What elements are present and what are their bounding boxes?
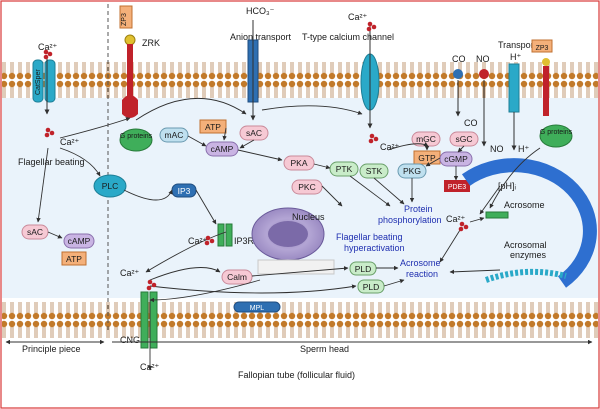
ip3r-label: IP3R xyxy=(234,236,255,246)
cgmp-label: cGMP xyxy=(444,154,468,164)
mgc-label: mGC xyxy=(416,134,436,144)
ca2-top-center: Ca²⁺ xyxy=(348,12,368,22)
atp-left-node[interactable] xyxy=(61,251,87,266)
svg-text:G proteins: G proteins xyxy=(120,133,153,140)
co-molecule xyxy=(453,69,463,79)
co-label: CO xyxy=(452,54,466,64)
sac-center-label: sAC xyxy=(246,128,262,138)
membrane-bottom xyxy=(2,298,598,338)
zp3-left-label: ZP3 xyxy=(121,13,128,26)
flagellar-hyperactivation-2: hyperactivation xyxy=(344,243,405,253)
acrosome-vesicles xyxy=(485,268,567,283)
h-plus-top: H⁺ xyxy=(510,52,521,62)
cng-channel[interactable] xyxy=(140,291,149,349)
mac-node[interactable] xyxy=(159,127,189,143)
mpl-label: MPL xyxy=(250,305,265,312)
transporter-label: Transporter xyxy=(498,40,544,50)
camp-left-label: cAMP xyxy=(68,236,91,246)
acrosome-label: Acrosome xyxy=(504,200,545,210)
pathway-arrows xyxy=(36,98,541,371)
ca-ion-clusters xyxy=(43,21,469,291)
pld-upper-label: PLD xyxy=(355,264,372,274)
calm-node[interactable] xyxy=(221,269,253,285)
ca2-top-left: Ca²⁺ xyxy=(38,42,58,52)
camp-center-node[interactable] xyxy=(205,141,239,157)
zp3-receptor-right[interactable]: ZP3 xyxy=(531,39,553,116)
gtp-label: GTP xyxy=(418,153,436,163)
membrane-top xyxy=(2,60,598,100)
sperm-head-label: Sperm head xyxy=(300,344,349,354)
svg-text:G proteins: G proteins xyxy=(540,129,573,136)
camp-center-label: cAMP xyxy=(211,144,234,154)
flagellar-hyperactivation-1: Flagellar beating xyxy=(336,232,403,242)
acrosome-channel[interactable] xyxy=(485,211,509,219)
protein-phosphorylation-1: Protein xyxy=(404,204,433,214)
h-plus-inner: H⁺ xyxy=(518,144,529,154)
sac-left-label: sAC xyxy=(27,227,43,237)
t-type-label: T-type calcium channel xyxy=(302,32,394,42)
calm-label: Calm xyxy=(227,272,247,282)
pld-lower-label: PLD xyxy=(363,282,380,292)
pka-label: PKA xyxy=(290,158,307,168)
ca2-ip3r: Ca²⁺ xyxy=(188,236,208,246)
plc-node[interactable] xyxy=(93,174,127,198)
acrosome xyxy=(461,158,597,288)
cng-label: CNG xyxy=(120,335,140,345)
sgc-label: sGC xyxy=(456,134,473,144)
stk-label: STK xyxy=(366,166,383,176)
anion-transport-label: Anion transport xyxy=(230,32,292,42)
plc-label: PLC xyxy=(102,181,119,191)
ca2-acrosome: Ca²⁺ xyxy=(446,214,466,224)
ph-label: [pH]ᵢ xyxy=(498,181,516,191)
atp-left-label: ATP xyxy=(66,254,82,264)
pld-lower-node[interactable] xyxy=(357,279,385,294)
pka-node[interactable] xyxy=(283,155,315,171)
svg-text:ZP3: ZP3 xyxy=(536,45,549,52)
pkc-label: PKC xyxy=(298,182,315,192)
camp-left-node[interactable] xyxy=(63,233,95,249)
h-transporter[interactable] xyxy=(508,63,520,113)
atp-center-node[interactable] xyxy=(199,119,227,134)
no-inner-label: NO xyxy=(490,144,504,154)
ptk-label: PTK xyxy=(336,164,353,174)
zrk-label: ZRK xyxy=(142,38,160,48)
g-proteins-left: G proteins xyxy=(119,128,153,152)
co-inner-label: CO xyxy=(464,118,478,128)
acrosome-reaction-1: Acrosome xyxy=(400,258,441,268)
zp3-receptor-left[interactable]: ZP3 xyxy=(119,5,138,118)
pde3-node[interactable] xyxy=(444,180,470,192)
principle-piece-label: Principle piece xyxy=(22,344,81,354)
ip3-label: IP3 xyxy=(178,186,191,196)
fallopian-tube-label: Fallopian tube (follicular fluid) xyxy=(238,370,355,380)
flagellar-beating-label: Flagellar beating xyxy=(18,157,85,167)
pkc-node[interactable] xyxy=(291,179,323,195)
catsper-label: CatSper xyxy=(35,69,42,95)
nucleus-label: Nucleus xyxy=(292,212,325,222)
g-proteins-right: G proteins xyxy=(539,124,573,148)
ca2-channel-bottom: Ca²⁺ xyxy=(380,142,400,152)
mac-label: mAC xyxy=(165,130,184,140)
pkg-label: PKG xyxy=(403,166,421,176)
no-molecule xyxy=(479,69,489,79)
no-top-label: NO xyxy=(476,54,490,64)
ip3r-channel-half xyxy=(225,223,233,247)
mpl-node[interactable] xyxy=(233,301,281,313)
pld-upper-node[interactable] xyxy=(349,261,377,276)
ca2-left-mid: Ca²⁺ xyxy=(60,137,80,147)
nucleus: Nucleus xyxy=(251,207,325,261)
atp-center-label: ATP xyxy=(205,122,221,132)
pde3-label: PDE3 xyxy=(448,184,466,191)
protein-phosphorylation-2: phosphorylation xyxy=(378,215,442,225)
hco3-label: HCO₃⁻ xyxy=(246,6,275,16)
acrosomal-enzymes-1: Acrosomal xyxy=(504,240,547,250)
ca2-bottom-left: Ca²⁺ xyxy=(120,268,140,278)
acrosome-reaction-2: reaction xyxy=(406,269,438,279)
acrosomal-enzymes-2: enzymes xyxy=(510,250,547,260)
